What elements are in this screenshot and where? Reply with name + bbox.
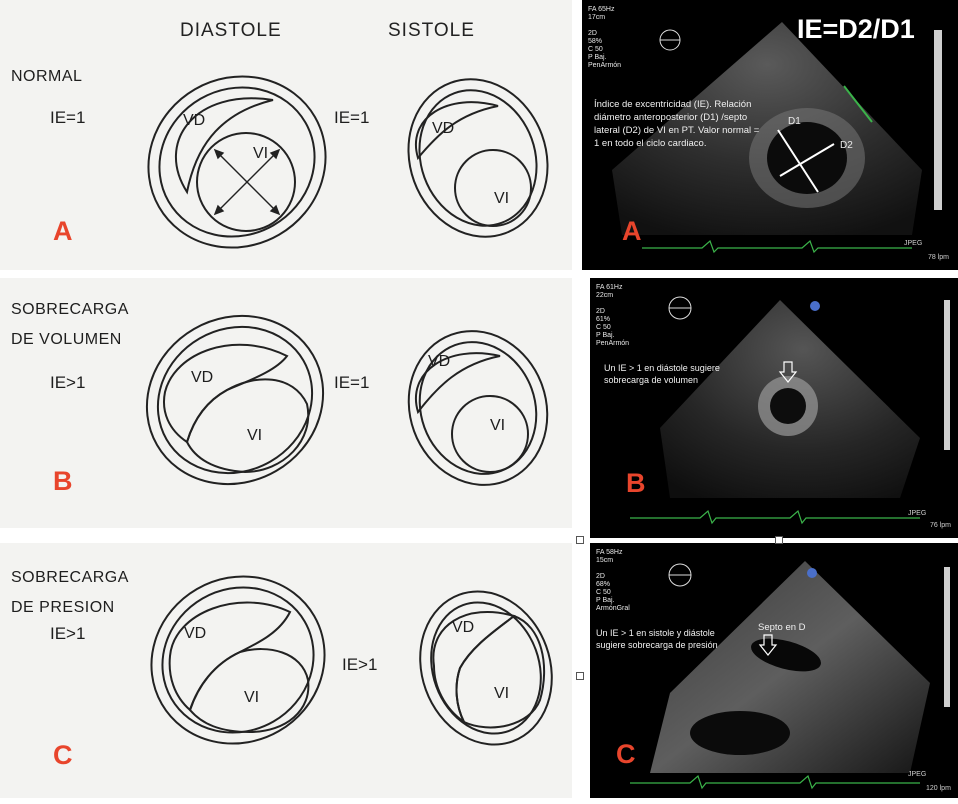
row-letter: A: [53, 216, 73, 247]
row-label: SOBRECARGA DE PRESION: [11, 563, 129, 623]
row-label-line: SOBRECARGA: [11, 295, 129, 325]
heart-rate-label: 120 lpm: [926, 785, 951, 792]
lv-label: VI: [253, 145, 268, 162]
rv-label: VD: [432, 120, 454, 137]
heart-diagram-diastole: VD VI: [135, 70, 335, 260]
row-label-line: DE VOLUMEN: [11, 325, 129, 355]
rv-label: VD: [428, 353, 450, 370]
panel-letter: B: [626, 468, 646, 499]
heart-diagram-diastole: VD VI: [140, 572, 340, 752]
row-letter: C: [53, 740, 73, 771]
format-label: JPEG: [904, 240, 922, 247]
ultrasound-image: [590, 543, 958, 798]
panel-letter: A: [622, 216, 642, 247]
lv-label: VI: [494, 685, 509, 702]
resize-handle[interactable]: [576, 672, 584, 680]
panel-letter: C: [616, 739, 636, 770]
heart-diagram-diastole: VD VI: [135, 312, 335, 492]
row-label: SOBRECARGA DE VOLUMEN: [11, 295, 129, 355]
septum-label: Septo en D: [758, 621, 806, 634]
ie-systole-value: IE=1: [334, 373, 369, 393]
echo-settings: FA 58Hz 15cm 2D 68% C 50 P Baj. ArmónGra…: [596, 549, 630, 613]
d2-label: D2: [840, 142, 853, 150]
heart-rate-label: 78 lpm: [928, 254, 949, 261]
echo-panel-a: FA 65Hz 17cm 2D 58% C 50 P Baj. PenArmón…: [582, 0, 958, 270]
echo-description: Índice de excentricidad (IE). Relación d…: [594, 98, 766, 150]
echo-panel-b: FA 61Hz 22cm 2D 61% C 50 P Baj. PenArmón…: [590, 278, 958, 538]
ie-diastole-value: IE=1: [50, 108, 85, 128]
format-label: JPEG: [908, 510, 926, 517]
resize-handle[interactable]: [576, 536, 584, 544]
ie-systole-value: IE>1: [342, 655, 377, 675]
heart-diagram-systole: VD VI: [398, 316, 558, 496]
resize-handle[interactable]: [775, 536, 783, 544]
ie-diastole-value: IE>1: [50, 373, 85, 393]
heart-diagram-systole: VD VI: [398, 58, 558, 248]
systole-header: SISTOLE: [388, 20, 475, 42]
heart-diagram-systole: VD VI: [410, 576, 570, 756]
row-label-line: NORMAL: [11, 62, 82, 92]
lv-label: VI: [494, 190, 509, 207]
ie-formula-title: IE=D2/D1: [797, 14, 915, 45]
ultrasound-image: [590, 278, 958, 538]
format-label: JPEG: [908, 771, 926, 778]
row-label: NORMAL: [11, 62, 82, 92]
lv-label: VI: [244, 689, 259, 706]
echo-settings: FA 65Hz 17cm 2D 58% C 50 P Baj. PenArmón: [588, 6, 621, 70]
lv-label: VI: [490, 417, 505, 434]
ie-diastole-value: IE>1: [50, 624, 85, 644]
d1-label: D1: [788, 118, 801, 126]
row-label-line: SOBRECARGA: [11, 563, 129, 593]
lv-label: VI: [247, 427, 262, 444]
diastole-header: DIASTOLE: [180, 20, 282, 42]
row-letter: B: [53, 466, 73, 497]
heart-rate-label: 76 lpm: [930, 522, 951, 529]
rv-label: VD: [452, 619, 474, 636]
rv-label: VD: [184, 625, 206, 642]
echo-settings: FA 61Hz 22cm 2D 61% C 50 P Baj. PenArmón: [596, 284, 629, 348]
echo-description: Un IE > 1 en diástole sugiere sobrecarga…: [604, 362, 764, 386]
echo-panel-c: FA 58Hz 15cm 2D 68% C 50 P Baj. ArmónGra…: [590, 543, 958, 798]
echo-description: Un IE > 1 en sistole y diástole sugiere …: [596, 627, 746, 651]
rv-label: VD: [183, 112, 205, 129]
rv-label: VD: [191, 369, 213, 386]
ie-systole-value: IE=1: [334, 108, 369, 128]
row-label-line: DE PRESION: [11, 593, 129, 623]
